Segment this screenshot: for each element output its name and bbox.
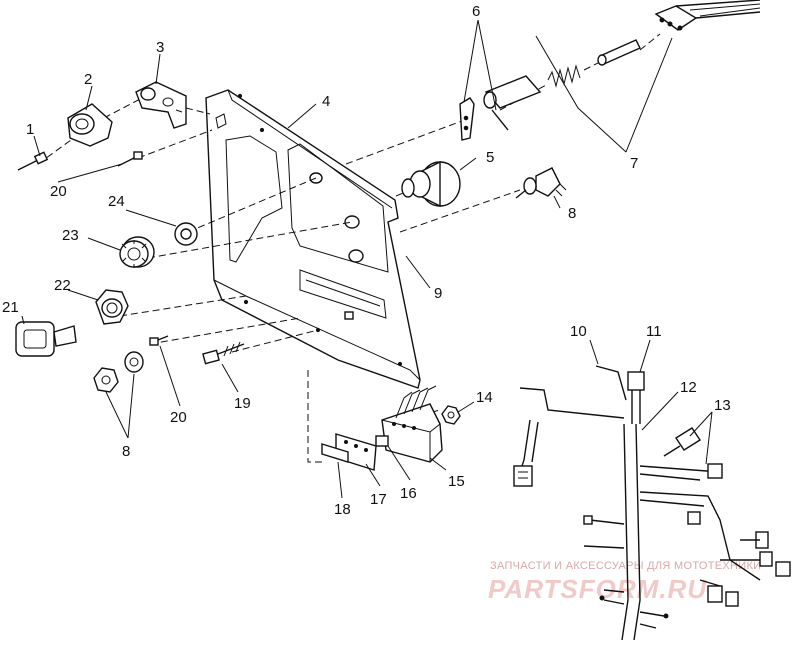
callout-8-nuts: 8 [122,443,130,460]
part-14-nut [441,405,461,425]
part-24-washer [174,222,198,246]
callout-12: 12 [680,379,697,396]
callout-16: 16 [400,485,417,502]
callout-10: 10 [570,323,587,340]
part-5-gauge [401,160,461,208]
part-21-key [15,321,77,357]
callout-21: 21 [2,299,19,316]
part-2-knob [67,103,113,147]
callout-13: 13 [714,397,731,414]
part-20-screw-lower [149,335,169,346]
callout-18: 18 [334,501,351,518]
part-6-plunger-switch [459,39,641,141]
callout-17: 17 [370,491,387,508]
callout-14: 14 [476,389,493,406]
part-16-connector [375,435,389,447]
callout-8-switch: 8 [568,205,576,222]
callout-1: 1 [26,121,34,138]
part-23-knurled-nut [119,236,155,268]
callout-20-lower: 20 [170,409,187,426]
callout-7: 7 [630,155,638,172]
part-12-wiring-harness [513,365,791,641]
callout-15: 15 [448,473,465,490]
callout-4: 4 [322,93,330,110]
mounting-panel [205,89,421,389]
watermark-subtitle: ЗАПЧАСТИ И АКСЕССУАРЫ ДЛЯ МОТОТЕХНИКИ [490,560,761,572]
part-18-bracket [321,443,349,463]
callout-6: 6 [472,3,480,20]
callout-22: 22 [54,277,71,294]
part-7-actuator-bar [654,0,761,31]
callout-23: 23 [62,227,79,244]
part-15-regulator [381,385,443,463]
callout-24: 24 [108,193,125,210]
watermark: ЗАПЧАСТИ И АКСЕССУАРЫ ДЛЯ МОТОТЕХНИКИ PA… [488,560,761,604]
leader-lines [21,19,713,499]
part-8-nuts [93,351,144,393]
callout-labels: 1 2 3 4 5 6 7 8 8 9 10 11 12 13 14 15 16… [2,3,731,518]
callout-3: 3 [156,39,164,56]
watermark-logo: PARTSFORM.RU [488,574,707,604]
part-22-hex-nut [95,289,129,325]
part-1-screw [17,151,49,171]
part-8-toggle-switch [515,167,567,199]
callout-19: 19 [234,395,251,412]
callout-2: 2 [84,71,92,88]
callout-11: 11 [646,323,662,340]
part-3-bracket [135,81,187,129]
callout-20-upper: 20 [50,183,67,200]
callout-5: 5 [486,149,494,166]
part-19-bolt [202,341,245,365]
callout-9: 9 [434,285,442,302]
